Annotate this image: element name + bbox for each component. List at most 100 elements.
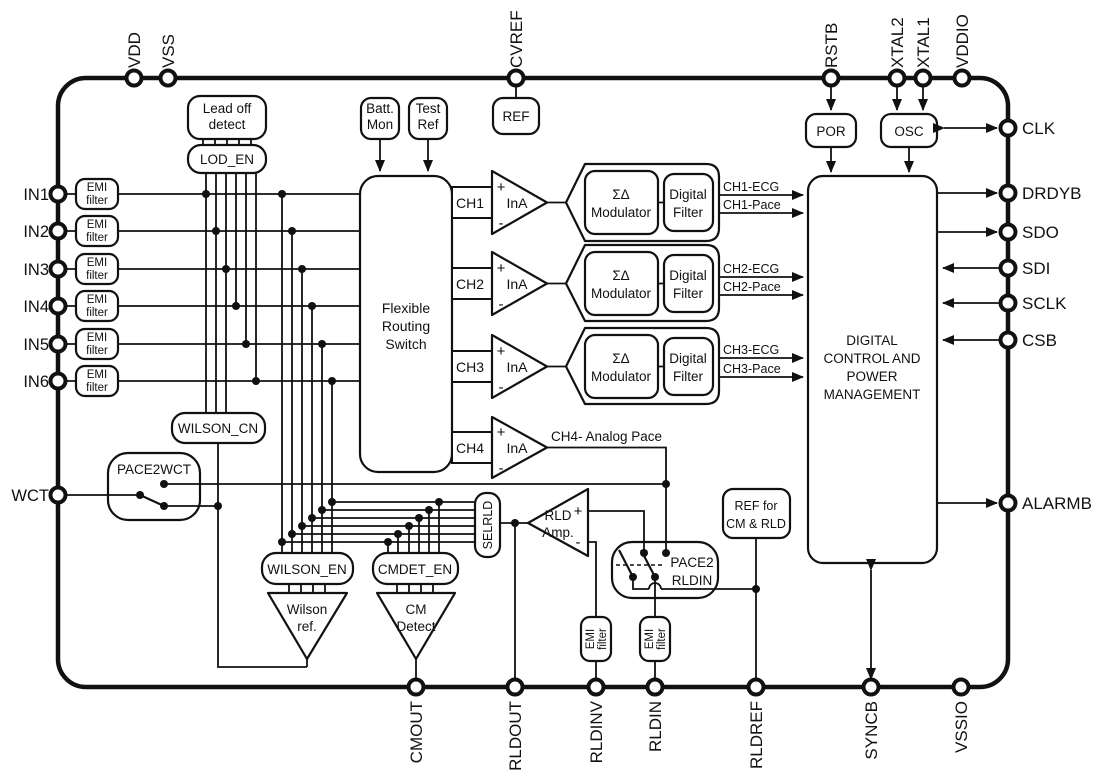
dig-filter-label1: Digital	[669, 187, 707, 202]
selrld-block	[473, 491, 502, 559]
arrow-wires	[375, 86, 1000, 680]
dig-filter-label1: Digital	[669, 268, 707, 283]
pin-label-rldinv: RLDINV	[587, 700, 606, 763]
emi-label: filter	[86, 345, 108, 357]
ch3-label: CH3	[456, 359, 484, 375]
sd-mod-label1: ΣΔ	[612, 351, 629, 366]
pin-label-rstb: RSTB	[822, 23, 841, 68]
rld-amp-plus: +	[574, 503, 583, 520]
dig-filter-label2: Filter	[673, 286, 704, 301]
emi-label: EMI	[87, 257, 107, 269]
digital-filter-ch2	[662, 253, 715, 314]
plus-icon: +	[497, 260, 506, 277]
ina-amp-ch3	[490, 333, 549, 400]
pin-label-in3: IN3	[23, 261, 49, 279]
pin-in6	[48, 371, 68, 391]
por-label: POR	[816, 124, 846, 139]
pin-rstb	[821, 68, 841, 88]
pin-label-drdyb: DRDYB	[1022, 184, 1082, 203]
ch2-stub	[451, 267, 493, 300]
pin-label-in1: IN1	[23, 186, 49, 204]
pin-syncb	[861, 677, 881, 697]
pin-label-clk: CLK	[1022, 119, 1056, 138]
wilson-cn-label: WILSON_CN	[178, 421, 258, 436]
ina-label-ch4: InA	[506, 440, 528, 456]
pin-sdo	[998, 222, 1018, 242]
sd-mod-label2: Modulator	[591, 369, 652, 384]
pace2wct-block	[106, 451, 202, 522]
ch3-stub	[451, 350, 493, 383]
pin-vddio	[952, 68, 972, 88]
sd-mod-label1: ΣΔ	[612, 187, 629, 202]
minus-icon: -	[499, 379, 504, 396]
emi-label: filter	[597, 628, 609, 650]
minus-icon: -	[499, 460, 504, 477]
digital-filter-ch1	[662, 172, 715, 233]
minus-icon: -	[499, 215, 504, 232]
pin-label-sdi: SDI	[1022, 259, 1050, 278]
cmdet-en-block	[371, 551, 460, 586]
dig-filter-label1: Digital	[669, 351, 707, 366]
pin-label-csb: CSB	[1022, 331, 1057, 350]
pin-in5	[48, 334, 68, 354]
ch3-modulator-container	[564, 326, 721, 406]
pace2rldin-label2: RLDIN	[672, 573, 713, 588]
pin-vss	[158, 68, 178, 88]
rld-amp-label2: Amp.	[542, 525, 574, 540]
pace2rldin-label1: PACE2	[670, 555, 713, 570]
pin-rldout	[505, 677, 525, 697]
minus-icon: -	[499, 296, 504, 313]
emi-label: filter	[86, 307, 108, 319]
routing-switch-label1: Flexible	[382, 300, 430, 316]
rld-amp	[526, 487, 590, 558]
plus-icon: +	[497, 179, 506, 196]
pin-label-cvref: CVREF	[507, 10, 526, 68]
pin-label-sdo: SDO	[1022, 223, 1059, 242]
pin-label-vddio: VDDIO	[953, 14, 972, 68]
pin-in2	[48, 221, 68, 241]
pace2rldin-switch	[616, 549, 670, 581]
pin-in1	[48, 184, 68, 204]
pin-label-vss: VSS	[159, 34, 178, 68]
pin-vdd	[124, 68, 144, 88]
pin-label-rldin: RLDIN	[646, 701, 665, 752]
emi-label: EMI	[87, 332, 107, 344]
pin-xtal1	[913, 68, 933, 88]
pin-rldinv	[586, 677, 606, 697]
pin-label-sclk: SCLK	[1022, 294, 1067, 313]
pin-circles	[48, 68, 1018, 697]
ch2-pace-label: CH2-Pace	[723, 280, 781, 294]
pin-cvref	[506, 68, 526, 88]
cm-detect-label2: Detect	[396, 619, 435, 634]
sd-mod-label1: ΣΔ	[612, 268, 629, 283]
pin-rldref	[746, 677, 766, 697]
osc-label: OSC	[894, 124, 924, 139]
pin-label-in2: IN2	[23, 223, 49, 241]
emi-label: EMI	[87, 369, 107, 381]
ina-label-ch1: InA	[506, 195, 528, 211]
ina-amp-ch1	[490, 169, 549, 236]
pace2wct-label: PACE2WCT	[117, 462, 191, 477]
emi-label: EMI	[87, 182, 107, 194]
sd-modulator-ch3	[583, 333, 660, 400]
flexible-routing-switch-block	[358, 174, 454, 474]
pin-label-xtal1: XTAL1	[914, 17, 933, 68]
dig-filter-label2: Filter	[673, 369, 704, 384]
ch1-modulator-container	[564, 162, 721, 243]
emi-label: filter	[86, 382, 108, 394]
ina-label-ch2: InA	[506, 276, 528, 292]
ch1-pace-label: CH1-Pace	[723, 198, 781, 212]
batt-mon-label1: Batt.	[366, 101, 394, 116]
emi-label: filter	[86, 195, 108, 207]
pin-sdi	[998, 258, 1018, 278]
emi-label: filter	[86, 232, 108, 244]
junction-dots	[202, 190, 760, 593]
lead-off-bus-wires	[202, 139, 257, 413]
ch3-pace-label: CH3-Pace	[723, 362, 781, 376]
cm-detect-triangle	[375, 591, 457, 661]
wilson-ref-label2: ref.	[297, 619, 317, 634]
pace2rldin-block	[610, 540, 720, 600]
pin-label-syncb: SYNCB	[862, 701, 881, 760]
pin-rldin	[645, 677, 665, 697]
ch2-ecg-label: CH2-ECG	[723, 262, 779, 276]
